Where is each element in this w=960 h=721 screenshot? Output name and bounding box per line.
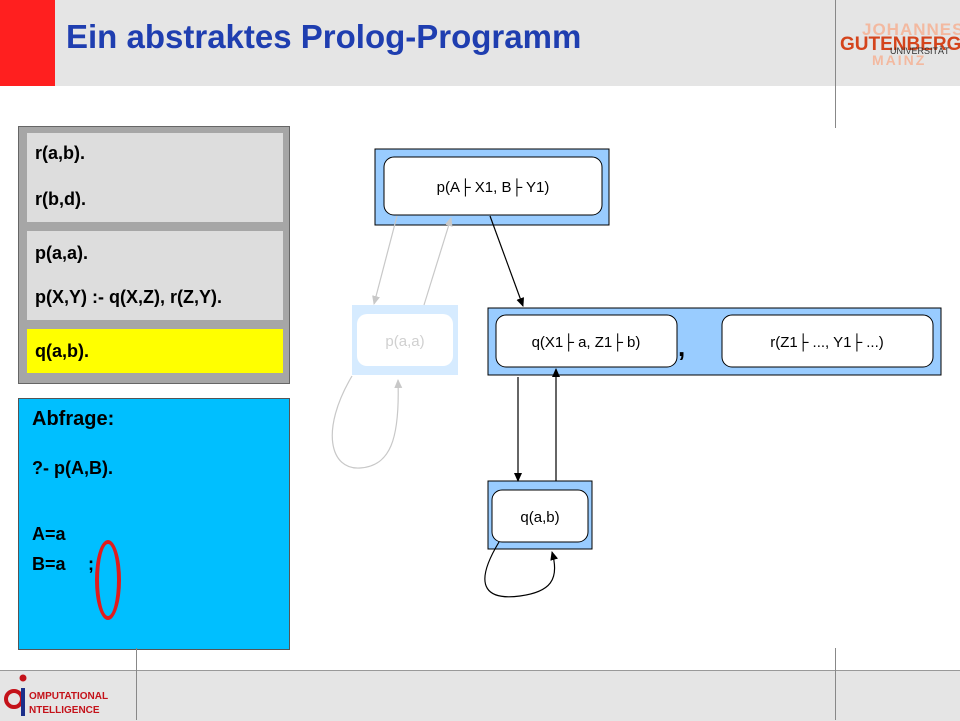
accent-block xyxy=(0,0,55,86)
header-bar xyxy=(0,0,960,86)
goal-separator: , xyxy=(678,332,685,362)
leaf-node xyxy=(491,489,589,543)
ci-logo-i-icon xyxy=(21,688,25,716)
arrow-back-from-alt xyxy=(423,217,453,306)
query-text: ?- p(A,B). xyxy=(32,458,113,478)
ci-logo-c-icon xyxy=(4,689,24,709)
fact-group-p: p(a,a). p(X,Y) :- q(X,Z), r(Z,Y). xyxy=(27,231,283,320)
answer-b: B=a xyxy=(32,554,66,574)
ci-logo-dot-icon xyxy=(19,674,27,682)
leaf-label: q(a,b) xyxy=(520,509,559,526)
query-heading: Abfrage: xyxy=(32,408,115,430)
fact-group-r: r(a,b). r(b,d). xyxy=(27,133,283,222)
alt-label: p(a,a) xyxy=(385,333,424,350)
goal-r-label: r(Z1├ ..., Y1├ ...) xyxy=(770,333,884,352)
answer-a: A=a xyxy=(32,524,66,544)
fact-r-2: r(b,d). xyxy=(35,189,86,209)
fact-p-1: p(a,a). xyxy=(35,243,89,263)
alt-node xyxy=(357,314,453,366)
page-title: Ein abstraktes Prolog-Programm xyxy=(66,18,582,55)
footer-divider-left xyxy=(136,648,137,720)
divider-line xyxy=(835,0,836,128)
root-label: p(A├ X1, B├ Y1) xyxy=(437,178,550,197)
ci-logo-line2: NTELLIGENCE xyxy=(29,705,100,716)
root-node xyxy=(383,156,603,216)
goal-r-node xyxy=(721,314,934,368)
goal-q-label: q(X1├ a, Z1├ b) xyxy=(532,333,641,352)
university-logo-main: GUTENBERG xyxy=(840,34,960,55)
fact-q-highlighted: q(a,b). xyxy=(27,329,283,373)
university-logo-top: JOHANNES xyxy=(862,20,960,39)
loop-alt xyxy=(331,375,403,469)
goal-q-node xyxy=(495,314,678,368)
university-logo-sub: UNIVERSITÄT xyxy=(890,46,950,56)
university-logo-bottom: MAINZ xyxy=(872,52,927,68)
loop-leaf xyxy=(484,541,559,598)
answer-semicolon: ; xyxy=(88,554,94,574)
arrow-root-to-goal xyxy=(489,215,525,307)
footer-divider-right xyxy=(835,648,836,720)
rule-p: p(X,Y) :- q(X,Z), r(Z,Y). xyxy=(35,287,222,307)
fact-r-1: r(a,b). xyxy=(35,143,86,163)
footer-bar xyxy=(0,670,960,721)
highlight-circle xyxy=(95,540,121,620)
query-panel xyxy=(18,398,290,650)
arrow-to-alt xyxy=(372,215,398,305)
ci-logo-line1: OMPUTATIONAL xyxy=(29,691,108,702)
computational-intelligence-logo: OMPUTATIONAL NTELLIGENCE xyxy=(4,674,108,716)
